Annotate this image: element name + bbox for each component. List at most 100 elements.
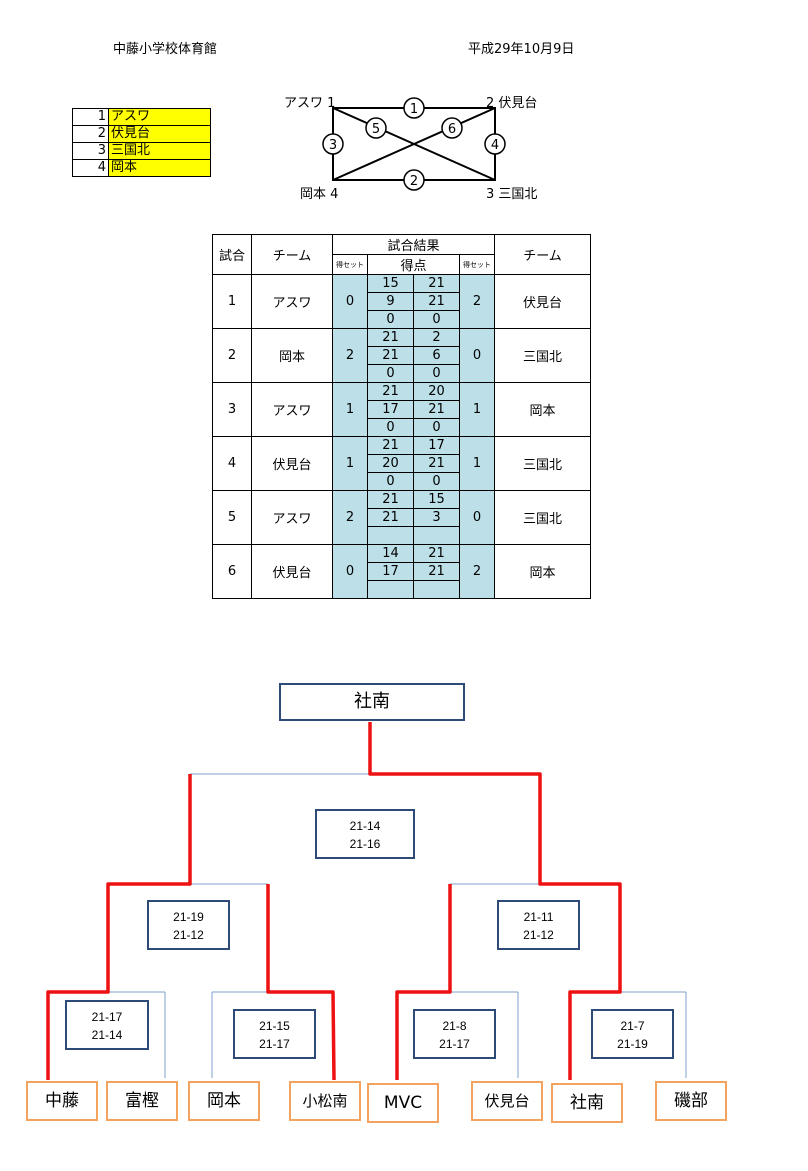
set-points-b: 2	[413, 328, 460, 347]
set-points-b	[413, 580, 460, 599]
set-points-b: 17	[413, 436, 460, 455]
set-points-a: 20	[367, 454, 414, 473]
set-points-a: 0	[367, 472, 414, 491]
team-b: 伏見台	[494, 274, 591, 329]
set-points-a: 9	[367, 292, 414, 311]
header-result: 試合結果	[332, 234, 495, 255]
semi-score-box: 21-11 21-12	[497, 900, 580, 950]
sets-won-a: 0	[332, 544, 368, 599]
match-number: 4	[212, 436, 252, 491]
match-number: 3	[212, 382, 252, 437]
corner-label: アスワ 1	[284, 96, 336, 111]
team-b: 三国北	[494, 328, 591, 383]
set-score: 21-15	[259, 1019, 290, 1033]
champion-box: 社南	[279, 683, 465, 721]
team-box: 富樫	[106, 1081, 178, 1121]
team-name: 岡本	[108, 159, 211, 177]
set-points-b: 3	[413, 508, 460, 527]
set-points-a: 14	[367, 544, 414, 563]
set-points-a: 21	[367, 436, 414, 455]
sets-won-a: 1	[332, 382, 368, 437]
set-points-b: 0	[413, 472, 460, 491]
set-score: 21-14	[91, 1028, 123, 1042]
match-label: 6	[448, 122, 456, 137]
header-team-a: チーム	[251, 234, 333, 275]
sets-won-a: 2	[332, 490, 368, 545]
team-box: 小松南	[289, 1081, 361, 1121]
sets-won-b: 1	[459, 382, 495, 437]
match-label: 4	[491, 138, 499, 153]
sets-won-b: 2	[459, 274, 495, 329]
team-box: 社南	[551, 1083, 623, 1123]
sets-won-b: 0	[459, 328, 495, 383]
set-points-b: 21	[413, 274, 460, 293]
header-team-b: チーム	[494, 234, 591, 275]
sets-won-a: 0	[332, 274, 368, 329]
match-number: 1	[212, 274, 252, 329]
bracket-lines	[46, 722, 687, 1081]
venue-title: 中藤小学校体育館	[113, 42, 218, 57]
set-points-b: 21	[413, 544, 460, 563]
team-name: 伏見台	[108, 125, 211, 143]
set-score: 21-17	[439, 1037, 470, 1051]
match-number: 6	[212, 544, 252, 599]
final-score-box: 21-14 21-16	[315, 809, 415, 859]
set-score: 21-12	[173, 928, 204, 942]
set-points-a: 21	[367, 328, 414, 347]
team-b: 岡本	[494, 544, 591, 599]
set-points-a: 21	[367, 346, 414, 365]
team-a: アスワ	[251, 490, 333, 545]
date-label: 平成29年10月9日	[468, 42, 575, 57]
set-points-b: 6	[413, 346, 460, 365]
result-row	[213, 580, 591, 599]
set-points-a: 21	[367, 382, 414, 401]
qf-score-box: 21-17 21-14	[65, 1000, 149, 1050]
match-label: 5	[372, 122, 380, 137]
sets-won-b: 0	[459, 490, 495, 545]
set-points-b: 21	[413, 400, 460, 419]
result-row	[213, 526, 591, 545]
set-points-a: 17	[367, 400, 414, 419]
semi-score-box: 21-19 21-12	[147, 900, 230, 950]
set-score: 21-7	[620, 1019, 645, 1033]
qf-score-box: 21-8 21-17	[413, 1009, 496, 1059]
team-box: 岡本	[188, 1081, 260, 1121]
qf-score-box: 21-7 21-19	[591, 1009, 674, 1059]
round-robin-diagram: 1 2 3 4 5 6	[322, 97, 506, 191]
set-score: 21-19	[173, 910, 204, 924]
team-number: 4	[72, 159, 109, 177]
set-points-a	[367, 526, 414, 545]
set-points-b: 20	[413, 382, 460, 401]
set-score: 21-17	[91, 1010, 123, 1024]
team-a: 岡本	[251, 328, 333, 383]
team-b: 三国北	[494, 490, 591, 545]
team-name: アスワ	[108, 108, 211, 126]
set-points-a: 21	[367, 508, 414, 527]
set-points-b: 15	[413, 490, 460, 509]
header-points: 得点	[367, 254, 460, 275]
corner-label: 岡本 4	[300, 187, 339, 202]
set-points-a: 0	[367, 418, 414, 437]
set-score: 21-14	[349, 819, 381, 833]
team-b: 三国北	[494, 436, 591, 491]
match-number: 2	[212, 328, 252, 383]
team-box: 中藤	[26, 1081, 98, 1121]
set-points-b	[413, 526, 460, 545]
set-points-b: 0	[413, 418, 460, 437]
header-sets-a: 得セット	[332, 254, 368, 275]
qf-score-box: 21-15 21-17	[233, 1009, 316, 1059]
